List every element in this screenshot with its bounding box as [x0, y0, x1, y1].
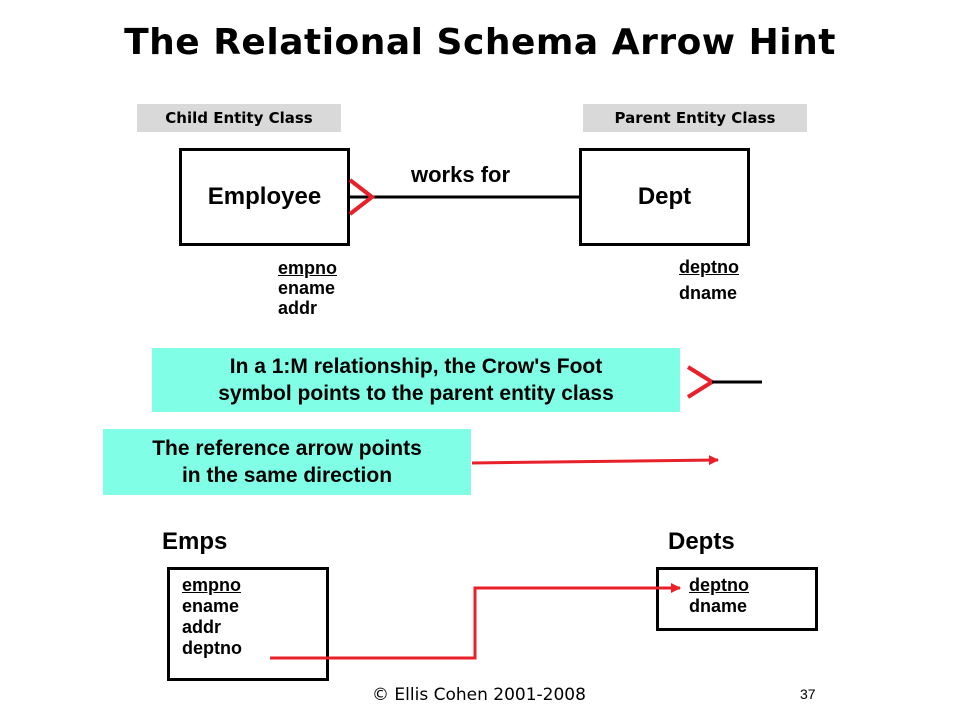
dept-attribute-list: deptno dname — [679, 254, 739, 306]
employee-attr-empno: empno — [278, 258, 338, 278]
dept-attr-deptno: deptno — [679, 257, 739, 277]
employee-entity-box: Employee — [179, 148, 350, 246]
employee-attribute-list: empno ename addr — [278, 258, 337, 318]
dept-entity-box: Dept — [579, 148, 750, 246]
parent-entity-tag: Parent Entity Class — [583, 104, 807, 132]
dept-attr-dname: dname — [679, 283, 738, 303]
employee-attr-ename: ename — [278, 278, 336, 298]
reference-note-line-2: in the same direction — [181, 464, 393, 487]
dept-entity-label: Dept — [637, 183, 692, 210]
employee-attr-addr: addr — [278, 298, 318, 318]
emps-table-box: empno ename addr deptno — [167, 567, 329, 681]
reference-note-line-1: The reference arrow points — [152, 437, 422, 460]
foreign-key-arrow — [270, 583, 681, 660]
page-title: The Relational Schema Arrow Hint — [124, 22, 836, 63]
depts-col-deptno: deptno — [689, 575, 749, 595]
crowsfoot-icon — [348, 178, 376, 216]
depts-table-box: deptno dname — [656, 567, 818, 631]
crowsfoot-note-line-2: symbol points to the parent entity class — [218, 382, 614, 405]
copyright-footer: © Ellis Cohen 2001-2008 — [372, 685, 586, 705]
crowsfoot-note-line-1: In a 1:M relationship, the Crow's Foot — [229, 355, 603, 378]
page-number: 37 — [800, 686, 816, 702]
child-entity-tag: Child Entity Class — [137, 104, 341, 132]
depts-table-name: Depts — [668, 528, 735, 555]
depts-col-dname: dname — [689, 596, 748, 616]
emps-col-addr: addr — [182, 617, 222, 637]
emps-table-name: Emps — [162, 528, 228, 555]
crowsfoot-note: In a 1:M relationship, the Crow's Foot s… — [152, 348, 680, 412]
emps-col-deptno: deptno — [182, 638, 242, 658]
employee-entity-label: Employee — [207, 183, 322, 210]
reference-arrow-note: The reference arrow points in the same d… — [103, 429, 471, 495]
emps-col-empno: empno — [182, 575, 242, 595]
relationship-label: works for — [411, 162, 511, 187]
reference-arrow — [471, 455, 719, 466]
crowsfoot-symbol-icon — [686, 365, 716, 399]
emps-col-ename: ename — [182, 596, 240, 616]
